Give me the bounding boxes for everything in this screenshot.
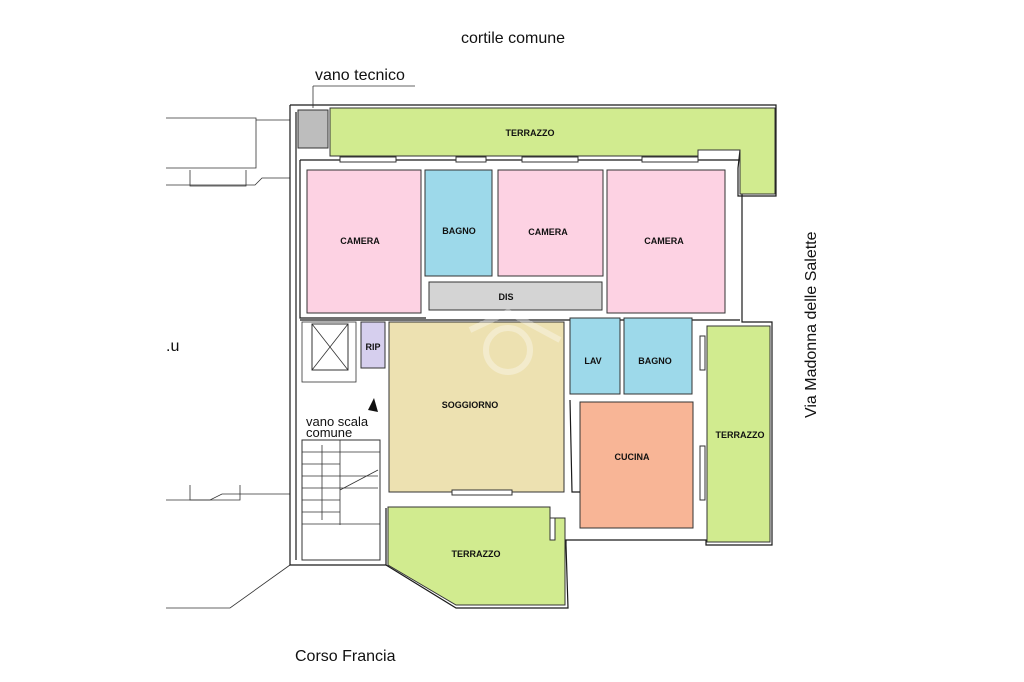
- room-label-dis: DIS: [498, 292, 513, 302]
- label-courtyard: cortile comune: [461, 30, 565, 47]
- label-street-bottom: Corso Francia: [295, 648, 396, 665]
- room-label-camera-3: CAMERA: [644, 236, 684, 246]
- cucina: [579, 401, 694, 529]
- camera-3: [606, 169, 726, 314]
- label-stair: vano scala: [306, 414, 369, 429]
- dis-corridor: [428, 281, 603, 311]
- room-label-cucina: CUCINA: [615, 452, 650, 462]
- room-label-terrazzo-top: TERRAZZO: [506, 128, 555, 138]
- room-label-bagno-2: BAGNO: [638, 356, 672, 366]
- room-label-terrazzo-bottom: TERRAZZO: [452, 549, 501, 559]
- kitchen-wall: [569, 399, 580, 493]
- room-label-camera-1: CAMERA: [340, 236, 380, 246]
- elevator-shaft: [301, 321, 357, 383]
- lav: [569, 317, 621, 395]
- watermark-logo: [468, 308, 562, 375]
- window-marks: [339, 156, 706, 541]
- terrazzo-right: [706, 325, 771, 543]
- room-label-bagno-1: BAGNO: [442, 226, 476, 236]
- neighbour-outlines: [166, 117, 291, 609]
- label-street-right: Via Madonna delle Salette: [803, 231, 820, 418]
- camera-1: [306, 169, 422, 314]
- technical-room: [297, 109, 329, 149]
- terrazzo-bottom: [387, 506, 566, 606]
- rip-storage: [360, 321, 386, 369]
- soggiorno: [388, 321, 565, 493]
- stair-hall: [301, 439, 381, 561]
- bagno-1: [424, 169, 493, 277]
- label-fragment-left: .u: [166, 338, 179, 355]
- camera-2: [497, 169, 604, 277]
- room-label-terrazzo-right: TERRAZZO: [716, 430, 765, 440]
- room-label-camera-2: CAMERA: [528, 227, 568, 237]
- room-label-lav: LAV: [584, 356, 601, 366]
- room-label-soggiorno: SOGGIORNO: [442, 400, 499, 410]
- label-stair-2: comune: [306, 425, 352, 440]
- room-label-rip: RIP: [365, 342, 380, 352]
- bagno-2: [623, 317, 693, 395]
- building-walls: [289, 104, 777, 609]
- entrance-arrow: [368, 398, 378, 412]
- label-technical-room: vano tecnico: [315, 67, 405, 84]
- terrazzo-top: [329, 107, 776, 195]
